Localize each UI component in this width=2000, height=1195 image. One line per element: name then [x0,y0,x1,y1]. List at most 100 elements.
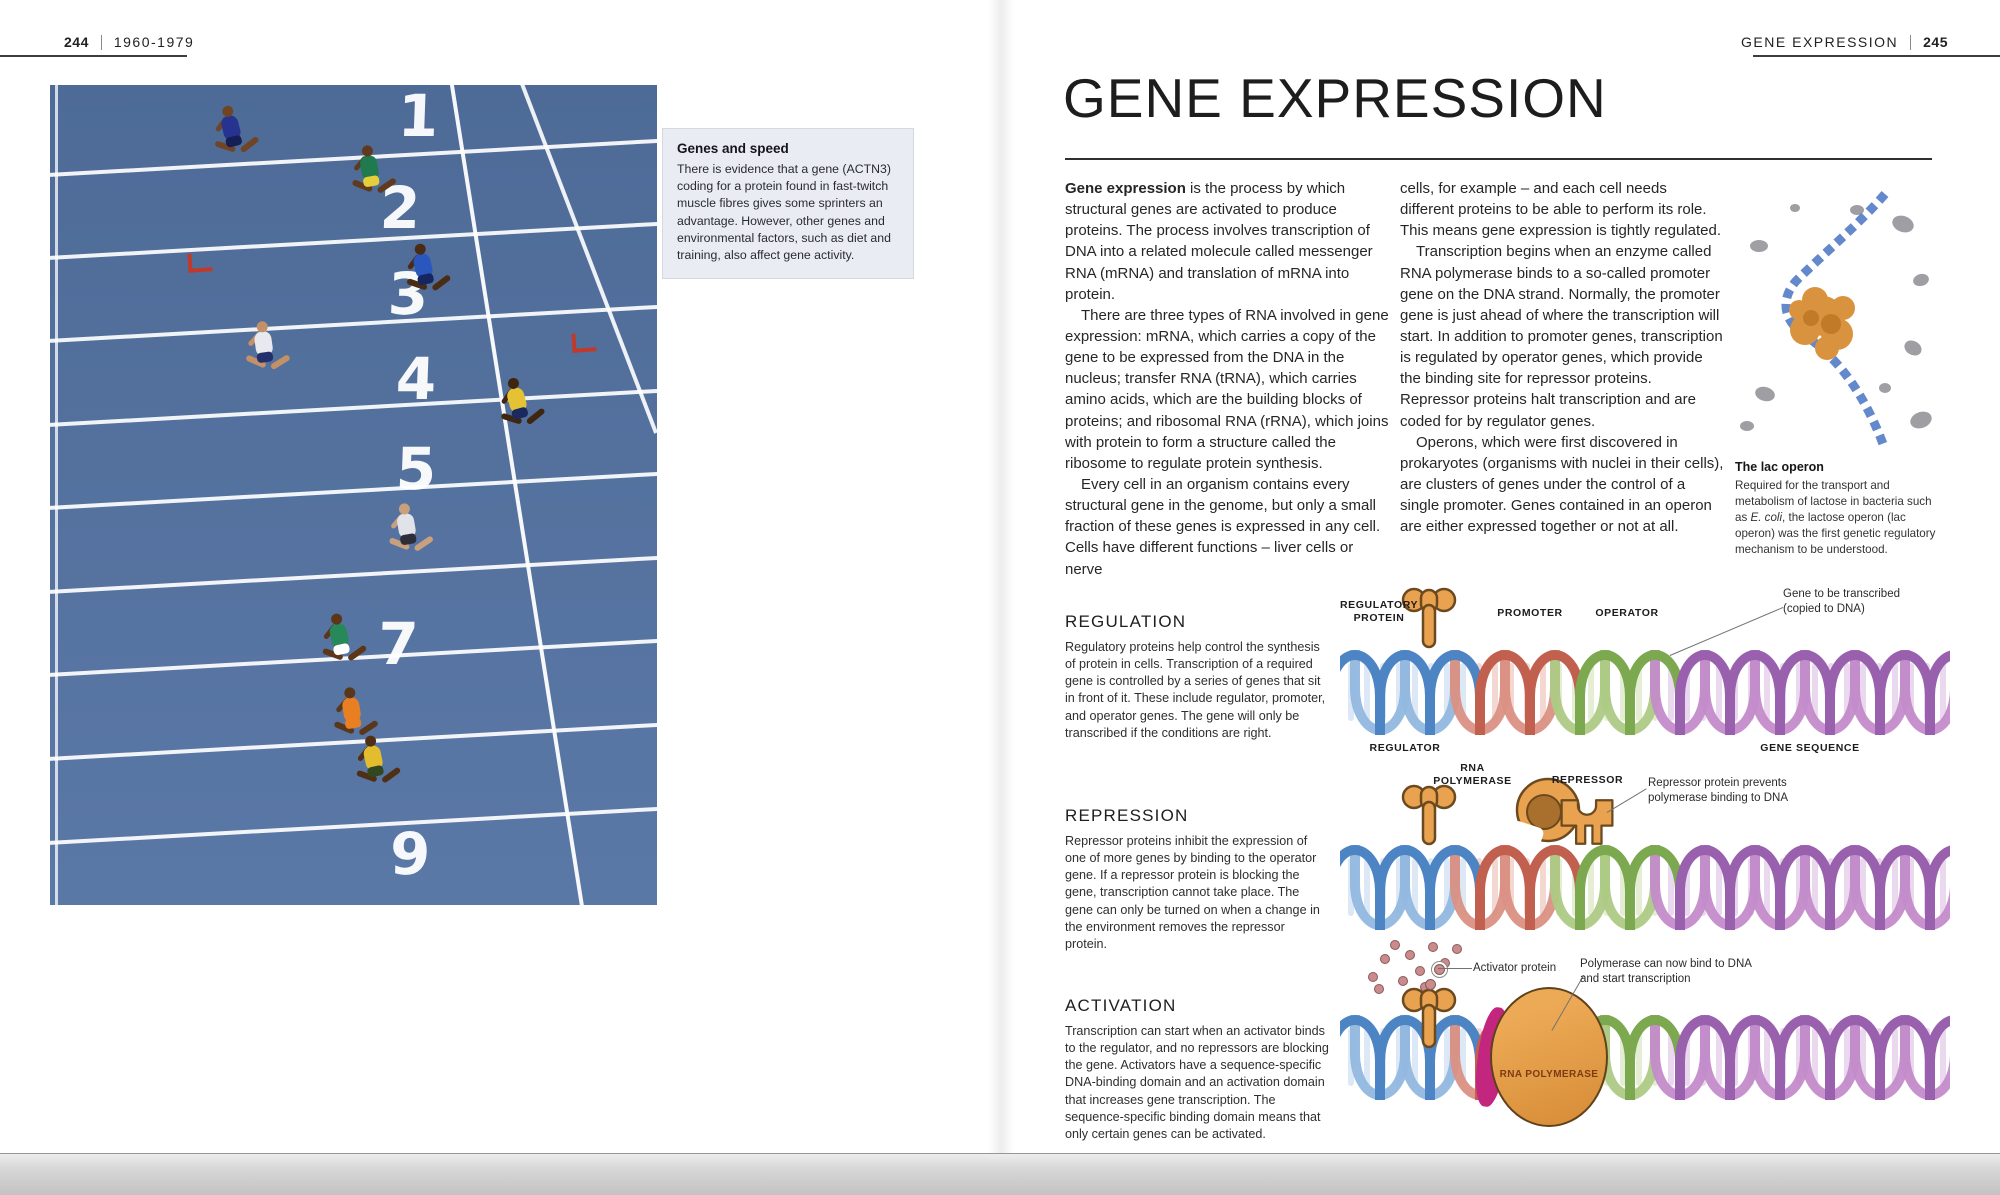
dna-base-pair [1668,1028,1674,1086]
dna-base-pair [1764,858,1770,916]
dna-base-pair [1796,1028,1802,1086]
dna-base-pair [1412,1028,1418,1086]
lac-caption-body: Required for the transport and metabolis… [1735,478,1943,558]
dna-base-pair [1812,663,1818,721]
paragraph: cells, for example – and each cell needs… [1400,180,1722,240]
lane-line [50,218,657,262]
dna-base-pair [1588,663,1594,721]
dna-base-pair [1396,663,1402,721]
activation-diagram: Activator protein Polymerase can now bin… [1340,935,1956,1145]
gene-sequence-label: GENE SEQUENCE [1760,742,1860,754]
dna-base-pair [1620,663,1626,721]
repression-heading: REPRESSION [1065,806,1189,825]
dna-base-pair [1460,858,1466,916]
lane-line [50,385,657,429]
rna-polymerase-label: RNA POLYMERASE [1433,762,1512,788]
sprinter-part [413,535,435,552]
dna-base-pair [1716,1028,1722,1086]
sprinter-figure [238,318,294,382]
lead-bold: Gene expression [1065,180,1186,197]
dna-base-pair [1636,858,1642,916]
paragraph: Gene expression is the process by which … [1065,178,1389,305]
article-column-1: Gene expression is the process by which … [1065,178,1389,580]
right-page-header: GENE EXPRESSION 245 [1741,34,1948,50]
paragraph: Transcription begins when an enzyme call… [1400,243,1723,430]
sprinter-part [256,351,274,364]
dna-base-pair [1796,858,1802,916]
dna-base-pair [1892,663,1898,721]
dna-base-pair [1588,858,1594,916]
dna-base-pair [1444,1028,1450,1086]
page-title: GENE EXPRESSION [1063,67,1607,129]
sprinter-figure [312,609,371,676]
paragraph: Every cell in an organism contains every… [1065,475,1381,578]
dna-base-pair [1412,663,1418,721]
paragraph: Operons, which were first discovered in … [1400,433,1724,536]
dna-base-pair [1764,663,1770,721]
dna-base-pair [1444,663,1450,721]
activator-dot-bound [1425,979,1436,990]
lac-operon-image [1735,188,1932,450]
dna-base-pair [1732,858,1738,916]
sprinter-part [362,174,380,188]
page-edge [0,1153,2000,1195]
section-regulation: REGULATION Regulatory proteins help cont… [1065,612,1329,742]
sprinter-part [346,644,368,662]
section-activation: ACTIVATION Transcription can start when … [1065,996,1329,1143]
repression-body: Repressor proteins inhibit the expressio… [1065,834,1320,951]
dna-base-pair [1412,858,1418,916]
lane-number: 5 [394,435,438,503]
sprinter-part [376,177,398,194]
dna-helix-regulation [1340,650,1950,735]
sprinter-figure [380,499,437,564]
header-divider [1910,34,1912,50]
track-diagonal-line [448,85,586,905]
dna-base-pair [1540,858,1546,916]
right-section-label: GENE EXPRESSION [1741,34,1899,50]
left-header-rule [0,55,187,57]
dna-base-pair [1508,858,1514,916]
sprinter-part [366,764,385,778]
activation-body: Transcription can start when an activato… [1065,1024,1329,1141]
left-page-header: 244 1960-1979 [64,34,194,50]
dna-base-pair [1908,663,1914,721]
dna-base-pair [1492,663,1498,721]
sprinter-part [399,532,417,546]
lac-operon-art [1735,188,1932,450]
operator-label: OPERATOR [1595,607,1659,619]
dna-base-pair [1460,1028,1466,1086]
sprinter-part [416,272,435,286]
dna-base-pair [1508,663,1514,721]
leader-line [1669,606,1784,657]
dna-base-pair [1364,858,1370,916]
dna-base-pair [1796,663,1802,721]
activator-protein-label: Activator protein [1473,962,1557,974]
dna-base-pair [1892,858,1898,916]
dna-base-pair [1908,1028,1914,1086]
paragraph-text: is the process by which structural genes… [1065,180,1373,303]
header-divider [100,34,102,50]
dna-base-pair [1668,663,1674,721]
regulation-diagram: REGULATORY PROTEIN PROMOTER OPERATOR Gen… [1340,585,1956,763]
regulatory-protein-icon [1398,985,1460,1056]
article-column-2: cells, for example – and each cell needs… [1400,178,1724,537]
spread-gutter [988,0,1014,1153]
dna-base-pair [1364,1028,1370,1086]
repression-diagram: RNA POLYMERASE REPRESSOR Represso [1340,762,1956,937]
dna-base-pair [1908,858,1914,916]
regulatory-protein-icon [1398,585,1460,656]
lane-line [50,468,657,512]
sprinter-figure [204,100,265,168]
track-red-mark [187,252,213,273]
lane-number: 1 [396,85,440,150]
dna-base-pair [1636,663,1642,721]
dna-base-pair [1716,663,1722,721]
dna-base-pair [1620,858,1626,916]
left-page-number: 244 [64,34,89,50]
gene-annotation: Gene to be transcribed (copied to DNA) [1783,588,1900,615]
species-name: E. coli [1750,510,1783,524]
sprinter-part [224,134,243,149]
repressor-icon [1558,796,1616,853]
dna-base-pair [1940,1028,1946,1086]
